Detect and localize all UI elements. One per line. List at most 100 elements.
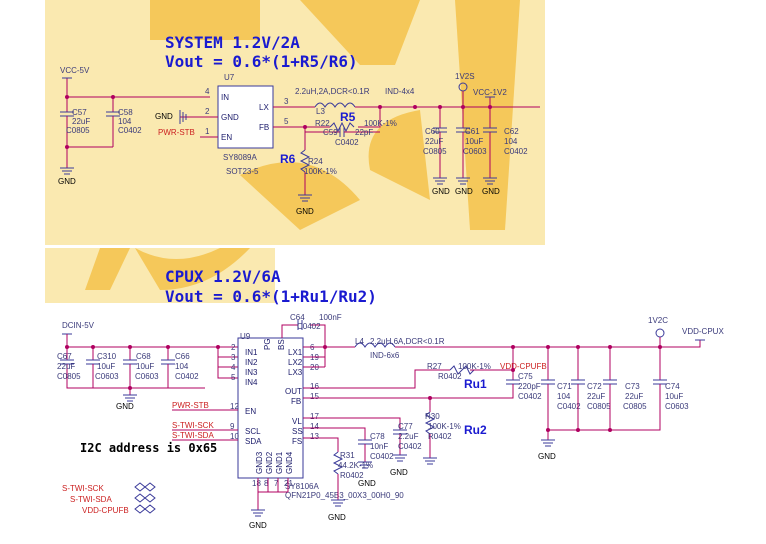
u9-n-g3: 7 (274, 479, 279, 488)
r30-ref: R30 (425, 412, 440, 421)
c67-pkg: C0805 (57, 372, 81, 381)
u9-n-in3: 4 (231, 363, 236, 372)
u9-fs: FS (292, 437, 302, 446)
ru1-label: Ru1 (464, 377, 487, 391)
u7-pin-in: IN (221, 93, 229, 102)
port-sda: S-TWI-SDA (70, 493, 156, 504)
l3-pkg: IND-4x4 (385, 87, 415, 96)
c60-pkg: C0805 (423, 147, 447, 156)
gnd-label-c60: GND (432, 187, 450, 196)
vdd-cpufb-net: VDD-CPUFB (500, 362, 547, 371)
gnd-label-c77: GND (390, 468, 408, 477)
vcc-5v-label: VCC-5V (60, 66, 90, 75)
l4-val: 2.2uH,6A,DCR<0.1R (370, 337, 445, 346)
c62-pkg: C0402 (504, 147, 528, 156)
u9-n-vl: 17 (310, 412, 319, 421)
l3-val: 2.2uH,2A,DCR<0.1R (295, 87, 370, 96)
c68-pkg: C0603 (135, 372, 159, 381)
c71-ref: C71 (557, 382, 572, 391)
gnd-label-cin: GND (116, 402, 134, 411)
gnd-label-r31: GND (328, 513, 346, 522)
u7-num-gnd: 2 (205, 107, 210, 116)
c66-pkg: C0402 (175, 372, 199, 381)
gnd-label-c61: GND (455, 187, 473, 196)
c74-val: 10uF (665, 392, 683, 401)
c77-pkg: C0402 (398, 442, 422, 451)
gnd-label-sys1: GND (58, 177, 76, 186)
gnd-label-c78: GND (358, 479, 376, 488)
c77-ref: C77 (398, 422, 413, 431)
cpux-title-2: Vout = 0.6*(1+Ru1/Ru2) (165, 287, 377, 306)
u9-out: OUT (285, 387, 302, 396)
c73-ref: C73 (625, 382, 640, 391)
r31-ref: R31 (340, 451, 355, 460)
c66-ref: C66 (175, 352, 190, 361)
c58-ref: C58 (118, 108, 133, 117)
r30-pkg: R0402 (428, 432, 452, 441)
u7-num-lx: 3 (284, 97, 289, 106)
c78-ref: C78 (370, 432, 385, 441)
u9-lx2: LX2 (288, 358, 303, 367)
u9-n-g2: 8 (264, 479, 269, 488)
c78-val: 10nF (370, 442, 388, 451)
r27-ref: R27 (427, 362, 442, 371)
u7-ref: U7 (224, 73, 235, 82)
r27-val: 100K-1% (458, 362, 491, 371)
c73-val: 22uF (625, 392, 643, 401)
u9-gnd2: GND2 (265, 451, 274, 474)
scl-net: S-TWI-SCK (172, 421, 214, 430)
c61-val: 10uF (465, 137, 483, 146)
port-cpufb-label: VDD-CPUFB (82, 506, 129, 515)
c72-pkg: C0805 (587, 402, 611, 411)
c75-ref: C75 (518, 372, 533, 381)
u7-pin-gnd: GND (221, 113, 239, 122)
c64-val: 100nF (319, 313, 342, 322)
cpux-title-1: CPUX 1.2V/6A (165, 267, 281, 286)
c59-ref: C59 (323, 128, 338, 137)
u7-num-en: 1 (205, 127, 210, 136)
c310-val: 10uF (97, 362, 115, 371)
c59-val: 22pF (355, 128, 373, 137)
c62-val: 104 (504, 137, 518, 146)
r27-pkg: R0402 (438, 372, 462, 381)
u9-n-ss: 14 (310, 422, 319, 431)
port-vdd-cpufb: VDD-CPUFB (82, 504, 156, 515)
u9-bs: BS (277, 339, 286, 350)
c64-pkg: C0402 (297, 322, 321, 331)
u9-n-in4: 5 (231, 373, 236, 382)
u9-gnd1: GND1 (275, 451, 284, 474)
l4-ref: L4 (355, 337, 364, 346)
tp-1v2s: 1V2S (455, 72, 475, 81)
c67-val: 22uF (57, 362, 75, 371)
dcin-5v-label: DCIN-5V (62, 321, 95, 330)
vdd-cpux-label: VDD-CPUX (682, 327, 724, 336)
c58-pkg: C0402 (118, 126, 142, 135)
sda-net: S-TWI-SDA (172, 431, 214, 440)
u9-ss: SS (292, 427, 303, 436)
u9-pkg: QFN21P0_45B3_00X3_00H0_90 (285, 491, 404, 500)
u9-chip (237, 337, 304, 479)
watermark (45, 0, 545, 303)
c62-ref: C62 (504, 127, 519, 136)
u9-pg: PG (263, 338, 272, 350)
c71-pkg: C0402 (557, 402, 581, 411)
tp-1v2c: 1V2C (648, 316, 668, 325)
c61-ref: C61 (465, 127, 480, 136)
system-title-1: SYSTEM 1.2V/2A (165, 33, 300, 52)
u9-n-scl: 9 (230, 422, 235, 431)
r31-pkg: R0402 (340, 471, 364, 480)
c68-val: 10uF (136, 362, 154, 371)
c59-pkg: C0402 (335, 138, 359, 147)
gnd-label-u7: GND (155, 112, 173, 121)
c60-ref: C60 (425, 127, 440, 136)
r22-val: 100K-1% (364, 119, 397, 128)
gnd-label-c62: GND (482, 187, 500, 196)
u9-sda: SDA (245, 437, 262, 446)
c66-val: 104 (175, 362, 189, 371)
c72-ref: C72 (587, 382, 602, 391)
c68-ref: C68 (136, 352, 151, 361)
gnd-label-r24: GND (296, 207, 314, 216)
u9-n-fs: 13 (310, 432, 319, 441)
u9-ref: U9 (240, 332, 251, 341)
c73-pkg: C0805 (623, 402, 647, 411)
